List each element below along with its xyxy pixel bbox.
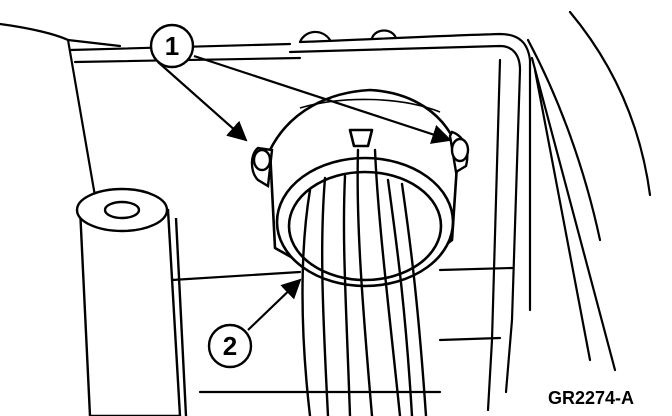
callout-1-label: 1 bbox=[165, 31, 179, 61]
callout-1-arrow-left bbox=[157, 61, 248, 142]
callout-2: 2 bbox=[207, 323, 253, 369]
callout-2-label: 2 bbox=[223, 331, 237, 361]
figure-id: GR2274-A bbox=[548, 388, 634, 408]
vertical-post bbox=[75, 187, 188, 416]
callout-1-arrow-right bbox=[193, 54, 452, 144]
boot-housing bbox=[268, 88, 460, 288]
callout-2-arrow bbox=[247, 278, 302, 331]
callout-1: 1 bbox=[149, 23, 195, 69]
hose-bundle bbox=[301, 148, 428, 416]
retaining-clip-right bbox=[448, 130, 470, 174]
enclosure-outline bbox=[0, 10, 652, 412]
retaining-clip-left bbox=[250, 146, 274, 188]
callout-arrows bbox=[157, 54, 452, 331]
